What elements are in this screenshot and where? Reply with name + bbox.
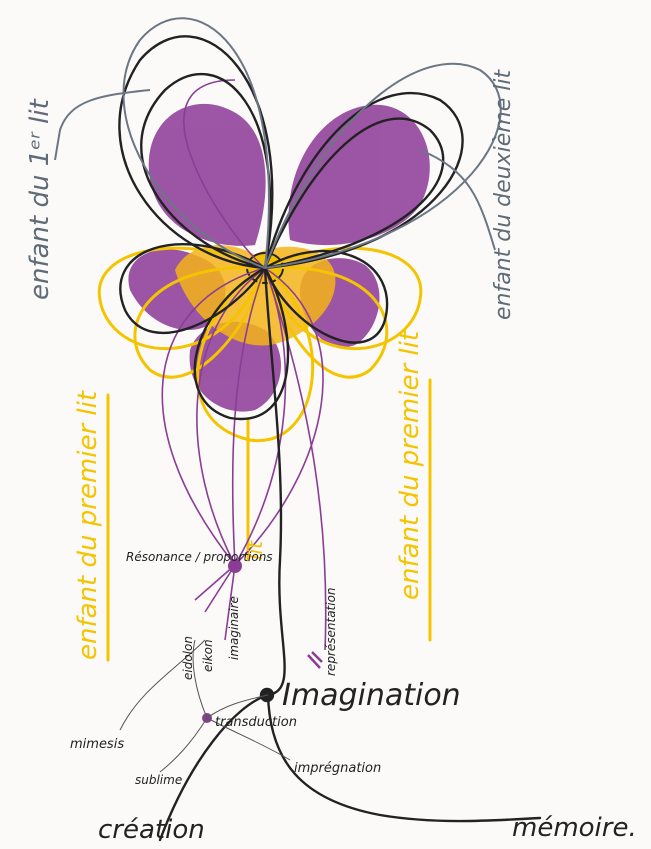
purple-scribble	[308, 652, 322, 668]
label-enfant-premier-lit-right: enfant du premier lit	[395, 330, 425, 600]
label-sublime: sublime	[135, 773, 182, 787]
label-enfant-premier-lit-left: enfant du premier lit	[73, 390, 103, 660]
label-creation: création	[98, 815, 205, 845]
label-mimesis: mimesis	[70, 737, 124, 752]
label-imaginaire: imaginaire	[227, 596, 241, 660]
label-transduction: transduction	[215, 715, 297, 730]
label-enfant-du-1er-lit-left: enfant du 1ᵉʳ lit	[25, 98, 55, 300]
label-imagination: Imagination	[282, 678, 461, 713]
line-sublime	[160, 718, 207, 772]
label-impregnation: imprégnation	[294, 761, 381, 776]
horizontal-labels: Résonance / proportions Imagination mime…	[70, 550, 637, 845]
label-eikon: eikon	[201, 639, 215, 672]
label-memoire: mémoire.	[512, 813, 637, 843]
label-resonance-line: Résonance / proportions	[126, 550, 273, 564]
label-resonance: Résonance / proportions	[126, 550, 273, 564]
ink-stem-memoire	[268, 695, 540, 821]
label-enfant-deuxieme-lit: enfant du deuxième lit	[491, 69, 516, 320]
label-eidolon: eidolon	[181, 636, 195, 680]
label-representation: représentation	[324, 587, 338, 676]
